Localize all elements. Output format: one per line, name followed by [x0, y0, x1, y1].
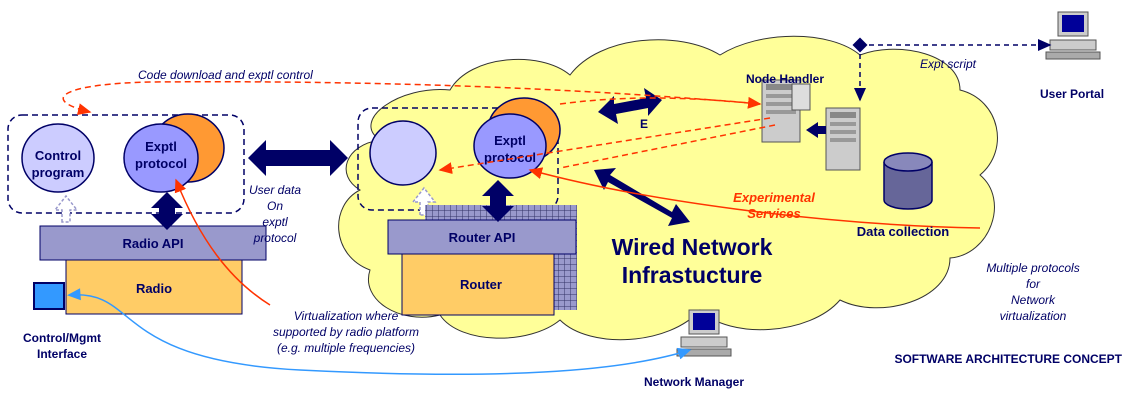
- service-dashed-line-1: [438, 117, 771, 175]
- dashed-arrow-left: [53, 194, 79, 223]
- mgmt-blue-line: [67, 288, 692, 375]
- router-api-label: Router API: [449, 230, 516, 245]
- multi-protocol-red-line: [528, 167, 981, 229]
- code-download-arrow: [62, 80, 761, 116]
- control-mgmt-label-2: Interface: [37, 347, 87, 361]
- left-node-box: [7, 114, 245, 214]
- radio-vertical-arrow: [151, 192, 183, 230]
- virtualization-label: Virtualization where: [294, 309, 399, 323]
- wired-network-title-2: Infrastucture: [622, 262, 763, 288]
- exptl-protocol-label-right-2: protocol: [484, 150, 536, 165]
- radio-label: Radio: [136, 281, 172, 296]
- data-collection-label: Data collection: [857, 224, 950, 239]
- radio-api-label: Radio API: [123, 236, 184, 251]
- e-label: E: [640, 117, 648, 131]
- multiple-protocols-label: Multiple protocols: [986, 261, 1079, 275]
- multiple-protocols-label-3: Network: [1011, 293, 1056, 307]
- user-data-label-3: exptl: [262, 215, 288, 229]
- router-label: Router: [460, 277, 502, 292]
- user-data-label-2: On: [267, 199, 283, 213]
- experimental-services-label-2: Services: [747, 206, 801, 221]
- dashed-arrow-right: [411, 186, 437, 216]
- exptl-protocol-label-left: Exptl: [145, 139, 177, 154]
- expt-script-label: Expt script: [920, 57, 977, 71]
- router-control-ellipse: [369, 120, 437, 186]
- control-program-ellipse: [21, 123, 95, 193]
- virtualization-label-3: (e.g. multiple frequencies): [277, 341, 415, 355]
- database-icon: [883, 152, 933, 210]
- multiple-protocols-label-4: virtualization: [1000, 309, 1067, 323]
- router-api-box: [387, 219, 577, 255]
- server-icon: [761, 79, 861, 171]
- network-manager-label: Network Manager: [644, 375, 744, 389]
- radio-api-box: [39, 225, 267, 261]
- user-data-label-4: protocol: [253, 231, 297, 245]
- software-architecture-title: SOFTWARE ARCHITECTURE CONCEPT: [894, 352, 1122, 366]
- control-program-label-2: program: [32, 165, 85, 180]
- interface-icon: [33, 282, 65, 310]
- code-download-arrow-return: [559, 96, 762, 109]
- multiple-protocols-label-2: for: [1026, 277, 1041, 291]
- exptl-protocol-label-right: Exptl: [494, 133, 526, 148]
- wired-network-title: Wired Network: [612, 234, 773, 260]
- server-link-arrow: [806, 122, 826, 138]
- router-vertical-arrow: [482, 180, 514, 222]
- virtualization-label-2: supported by radio platform: [273, 325, 419, 339]
- exptl-protocol-ellipse-left: [123, 123, 199, 193]
- experimental-services-label: Experimental: [733, 190, 815, 205]
- service-dashed-line-2: [559, 124, 776, 169]
- code-download-label: Code download and exptl control: [138, 68, 313, 82]
- user-data-label: User data: [249, 183, 301, 197]
- network-manager-computer-icon: [676, 309, 732, 357]
- e-double-arrow: [598, 88, 662, 124]
- exptl-protocol-label-left-2: protocol: [135, 156, 187, 171]
- user-data-double-arrow: [248, 140, 348, 176]
- computer-icon: [1045, 11, 1101, 60]
- protocol-cloud-double-arrow: [594, 168, 690, 226]
- node-handler-label: Node Handler: [746, 72, 824, 86]
- control-mgmt-label: Control/Mgmt: [23, 331, 101, 345]
- control-program-label: Control: [35, 148, 81, 163]
- user-portal-label: User Portal: [1040, 87, 1104, 101]
